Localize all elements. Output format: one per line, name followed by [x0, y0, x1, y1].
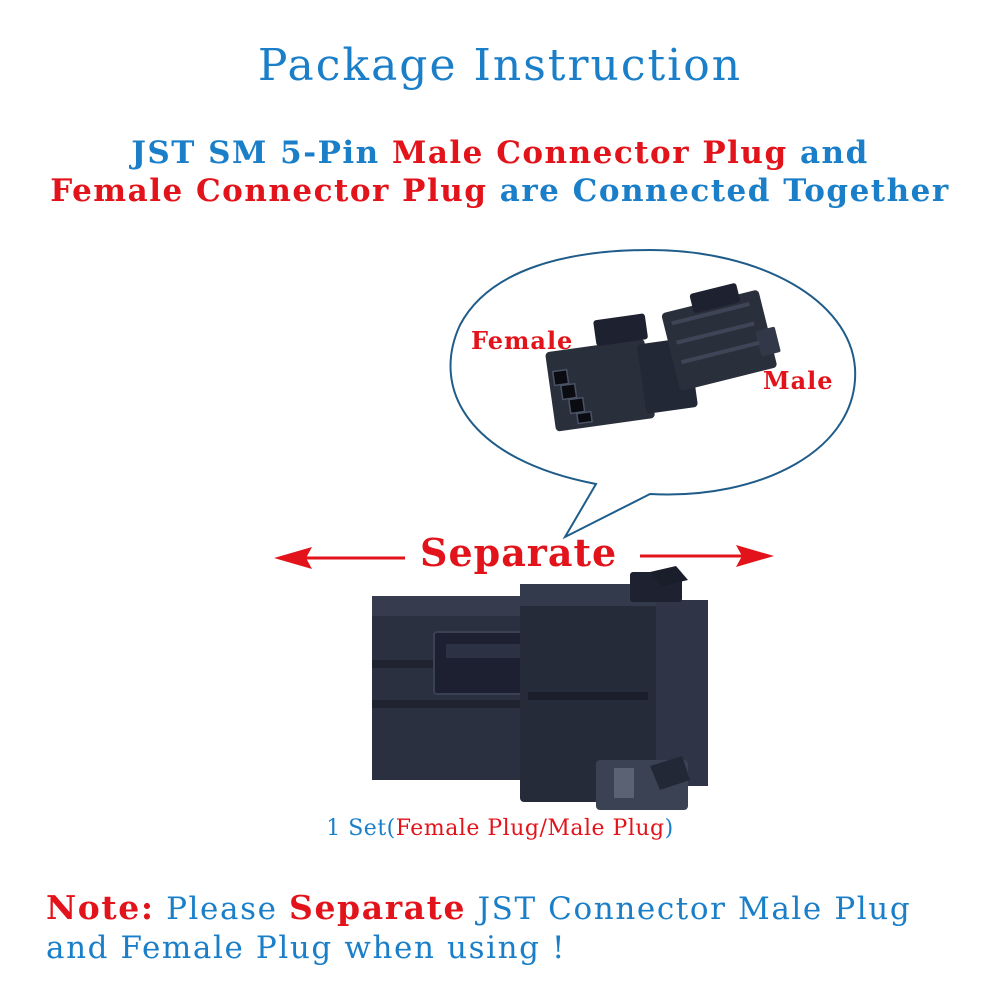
female-label: Female	[471, 326, 574, 355]
subtitle-line-1: JST SM 5-Pin Male Connector Plug and	[0, 135, 1000, 171]
note-text: Please	[166, 891, 278, 927]
note-line-1: Note: Please Separate JST Connector Male…	[46, 888, 986, 927]
page-title: Package Instruction	[257, 40, 743, 91]
subtitle-highlight: Male Connector Plug	[392, 135, 788, 171]
arrow-right-icon	[640, 545, 774, 567]
subtitle-part: are Connected Together	[499, 173, 950, 209]
subtitle-part: and	[799, 135, 869, 171]
speech-bubble	[449, 248, 857, 540]
subtitle-highlight: Female Connector Plug	[50, 173, 488, 209]
note-highlight: Separate	[289, 888, 467, 927]
connector-pair-large	[372, 566, 708, 810]
arrow-left-icon	[274, 547, 405, 569]
male-connector-small	[661, 283, 781, 391]
note-label: Note:	[46, 888, 155, 927]
separate-label: Separate	[420, 530, 618, 575]
caption-suffix: )	[664, 816, 674, 841]
subtitle-part: JST SM 5-Pin	[131, 135, 380, 171]
caption-highlight: Female Plug/Male Plug	[395, 816, 665, 841]
note-line-2: and Female Plug when using !	[46, 930, 567, 966]
caption-prefix: 1 Set(	[326, 816, 396, 841]
set-caption: 1 Set(Female Plug/Male Plug)	[0, 816, 1000, 841]
note-text: JST Connector Male Plug	[477, 891, 912, 927]
male-label: Male	[763, 366, 834, 395]
subtitle-line-2: Female Connector Plug are Connected Toge…	[0, 173, 1000, 209]
